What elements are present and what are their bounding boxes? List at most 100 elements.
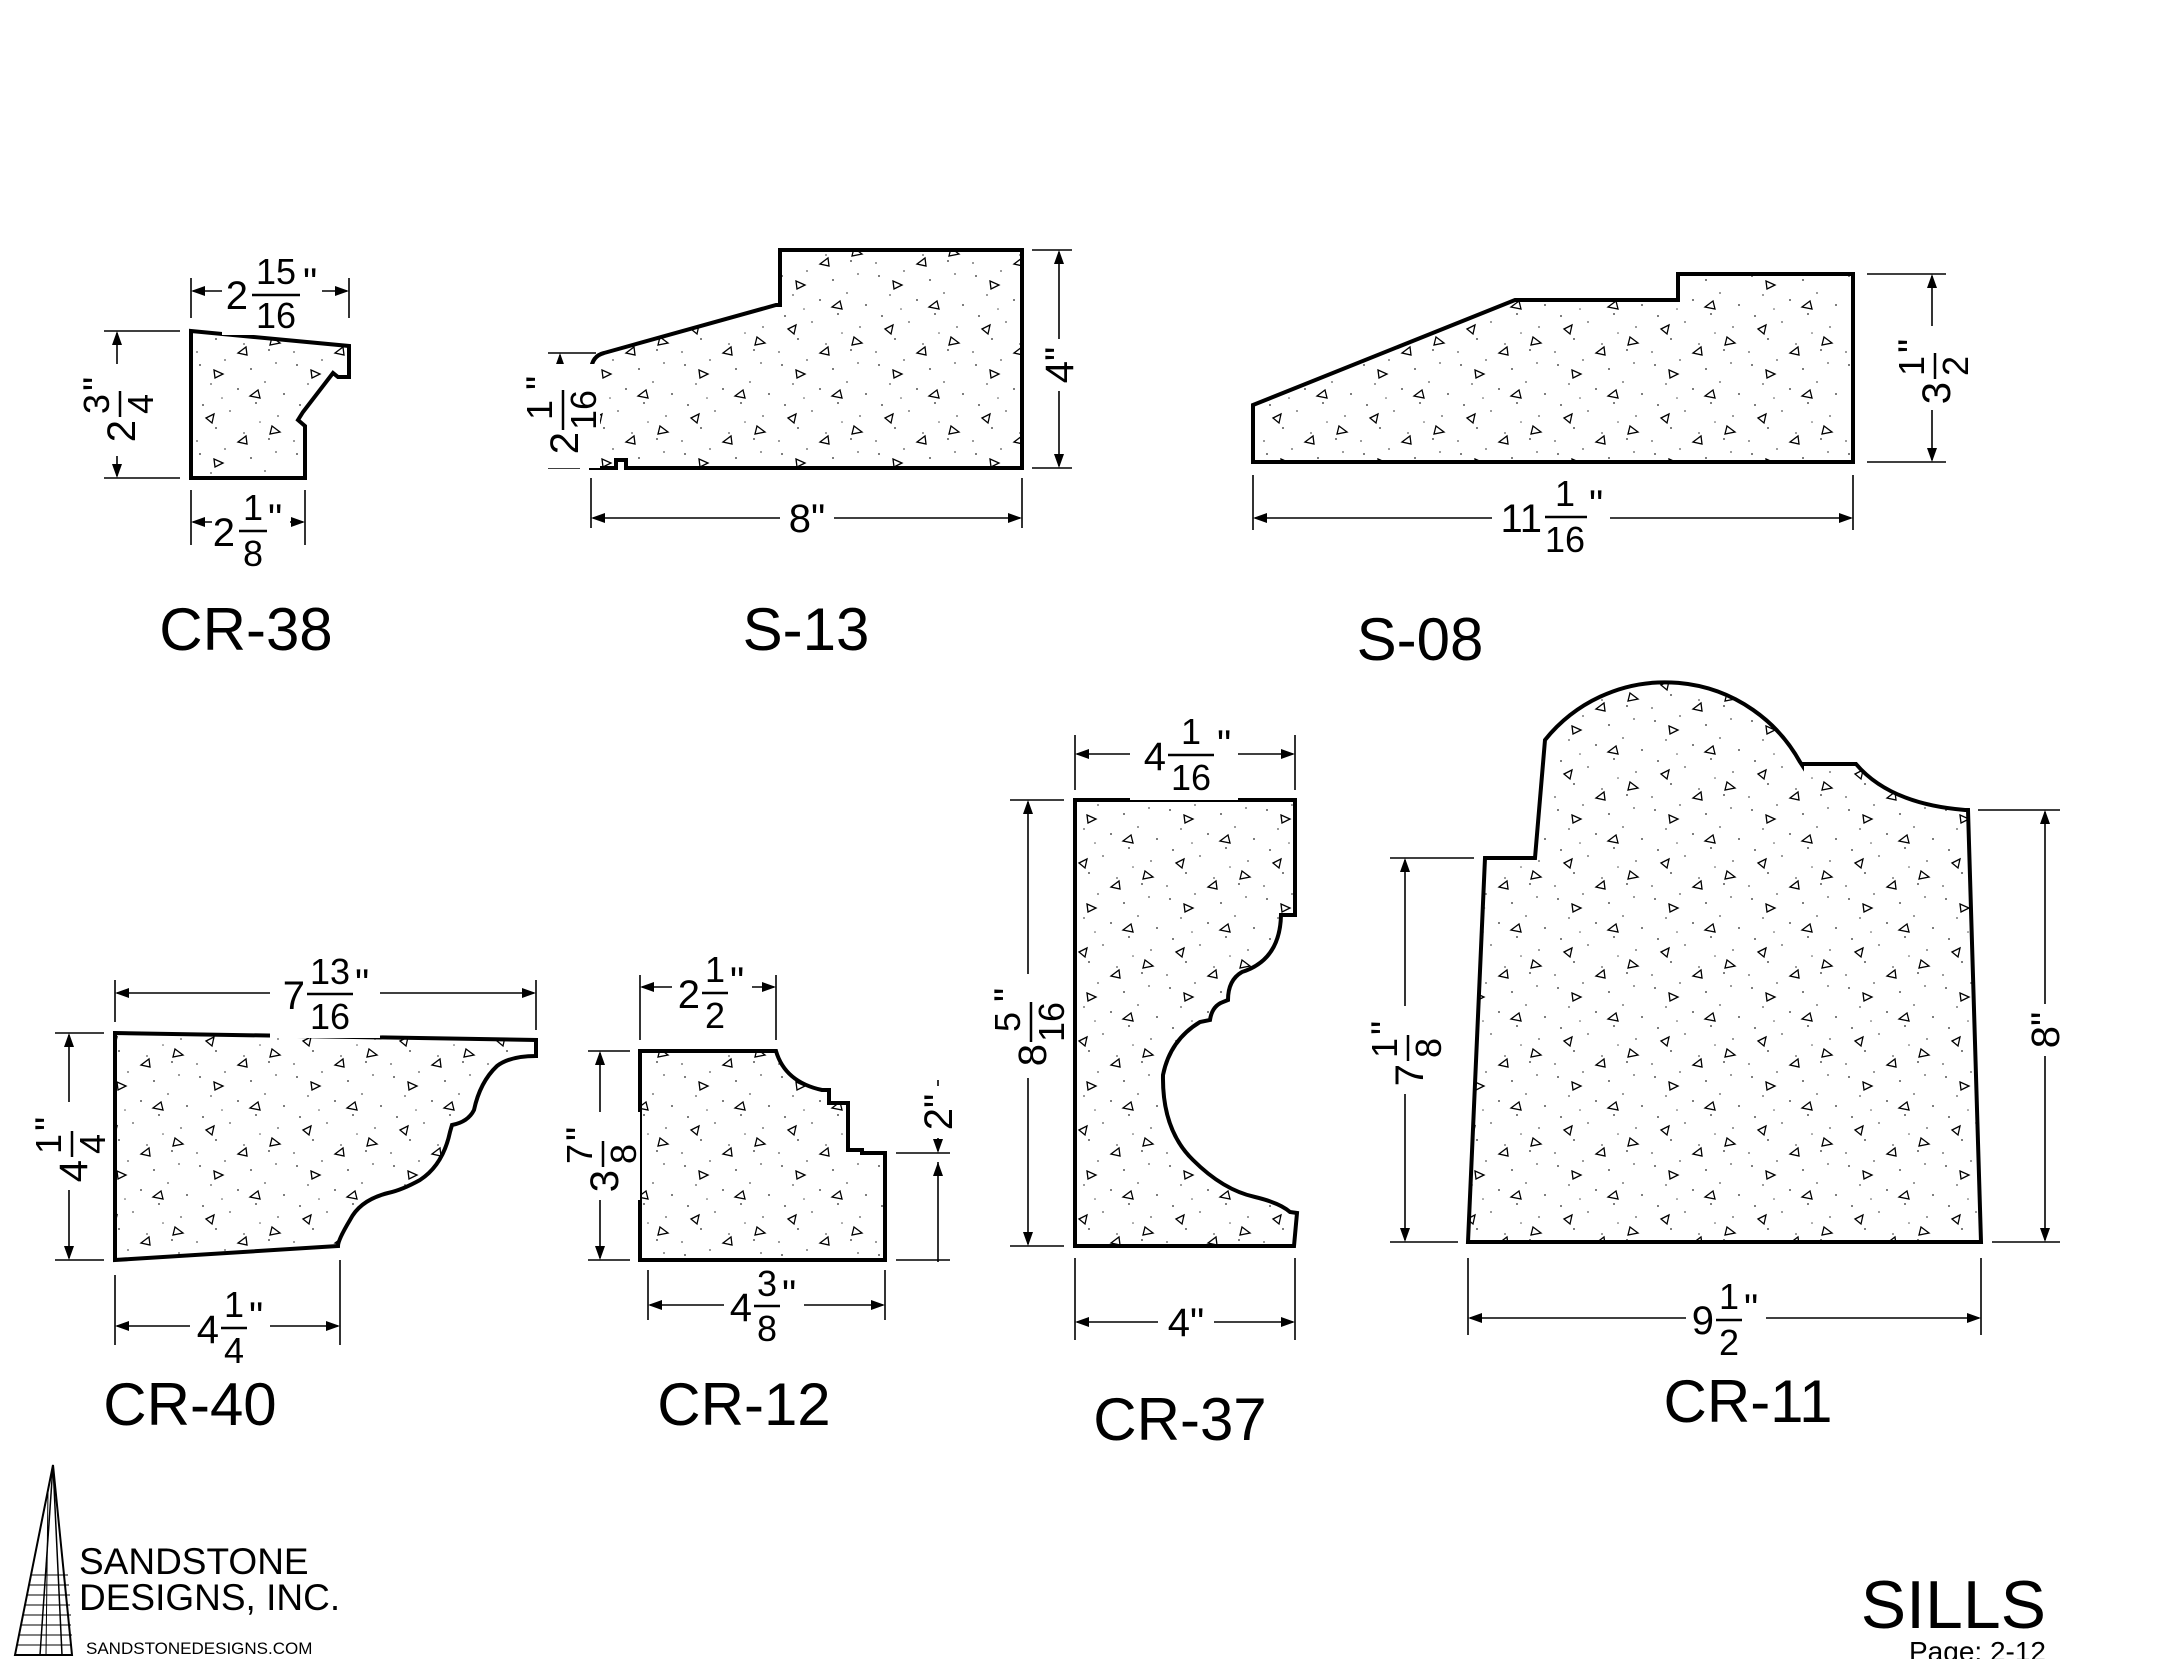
cr-37-top-unit: ": [1217, 723, 1231, 767]
s-13-dim-right: 4": [1032, 249, 1082, 469]
cr-40-top-whole: 7: [283, 974, 305, 1018]
s-08-right-unit: ": [1891, 339, 1935, 353]
s-13-left-num: 1: [519, 400, 560, 420]
s-08-right-whole: 3: [1915, 382, 1959, 404]
cr-38-left-den: 4: [120, 394, 161, 414]
cr-40-top-den: 16: [310, 996, 350, 1037]
profile-cr-37: 4 1 16 " 8 5 16 " 4" CR-37: [986, 711, 1300, 1453]
cr-40-top-unit: ": [355, 962, 369, 1006]
cr-40-label: CR-40: [103, 1371, 276, 1438]
cr-12-dim-bottom: 4 3 8 ": [647, 1263, 886, 1350]
cr-37-left-num: 5: [987, 1012, 1028, 1032]
cr-40-dim-left: 4 1 4 ": [27, 1032, 113, 1261]
cr-40-top-num: 13: [310, 951, 350, 992]
cr-12-left-whole: 3: [583, 1170, 627, 1192]
cr-11-left-num: 1: [1364, 1038, 1405, 1058]
cr-11-bottom-unit: ": [1744, 1287, 1758, 1331]
company-logo: SANDSTONE DESIGNS, INC. SANDSTONEDESIGNS…: [13, 1464, 340, 1658]
cr-11-right-text: 8": [2024, 1012, 2068, 1048]
cr-11-left-den: 8: [1408, 1038, 1449, 1058]
cr-40-bottom-unit: ": [249, 1295, 263, 1339]
cr-38-dim-left: 2 3 4 ": [75, 330, 180, 479]
cr-37-dim-left: 8 5 16 ": [986, 799, 1072, 1247]
cr-38-top-den: 16: [256, 295, 296, 336]
s-08-right-den: 2: [1935, 356, 1976, 376]
cr-11-left-unit: ": [1364, 1021, 1408, 1035]
cr-12-top-unit: ": [730, 960, 744, 1004]
s-13-label: S-13: [743, 596, 870, 663]
s-08-dim-bottom: 11 1 16 ": [1252, 473, 1854, 562]
cr-11-bottom-num: 1: [1719, 1276, 1739, 1317]
cr-38-dim-bottom: 2 1 8 ": [190, 487, 306, 574]
cr-12-dim-top: 2 1 2 ": [639, 949, 777, 1040]
cr-37-dim-bottom: 4": [1074, 1258, 1296, 1345]
profile-cr-12: 2 1 2 " 3 7 8 " 2": [558, 949, 961, 1438]
cr-40-section: [113, 1030, 538, 1263]
s-08-right-num: 1: [1891, 356, 1932, 376]
s-13-left-whole: 2: [543, 432, 587, 454]
s-08-dim-right: 3 1 2 ": [1867, 273, 1976, 463]
title-block: SILLS Page: 2-12: [1861, 1567, 2046, 1659]
cr-38-section: [189, 328, 351, 480]
cr-37-dim-top: 4 1 16 ": [1074, 711, 1296, 800]
cr-11-label: CR-11: [1664, 1368, 1833, 1435]
cr-12-top-den: 2: [705, 995, 725, 1036]
s-08-bottom-whole: 11: [1500, 497, 1542, 541]
cr-11-left-whole: 7: [1388, 1064, 1432, 1086]
logo-line-1: SANDSTONE: [79, 1541, 309, 1582]
logo-url: SANDSTONEDESIGNS.COM: [86, 1639, 312, 1658]
cr-38-dim-top: 2 15 16 ": [190, 251, 350, 336]
cr-12-dim-right: 2": [896, 1080, 961, 1262]
cr-12-bottom-den: 8: [757, 1308, 777, 1349]
sheet-title: SILLS: [1861, 1567, 2046, 1643]
cr-38-bottom-whole: 2: [213, 511, 235, 555]
cr-38-label: CR-38: [159, 596, 332, 663]
s-13-dim-bottom: 8": [590, 478, 1023, 541]
s-13-bottom-text: 8": [789, 497, 825, 541]
s-13-left-unit: ": [519, 376, 563, 390]
cr-12-dim-left: 3 7 8 ": [558, 1050, 644, 1261]
cr-40-dim-bottom: 4 1 4 ": [114, 1260, 341, 1372]
cr-12-top-whole: 2: [678, 973, 700, 1017]
cr-38-top-unit: ": [303, 261, 317, 305]
cr-12-label: CR-12: [657, 1371, 830, 1438]
cr-37-section: [1073, 798, 1300, 1248]
s-08-bottom-den: 16: [1545, 519, 1585, 560]
cr-40-left-num: 1: [28, 1134, 69, 1154]
cr-40-bottom-whole: 4: [197, 1308, 219, 1352]
cr-12-left-unit: ": [559, 1127, 603, 1141]
s-08-label: S-08: [1357, 606, 1484, 673]
cr-12-right-text: 2": [917, 1094, 961, 1130]
profile-cr-38: 2 15 16 " 2 3 4 " 2 1: [75, 251, 351, 663]
cr-38-bottom-den: 8: [243, 533, 263, 574]
cr-40-bottom-num: 1: [224, 1284, 244, 1325]
s-13-dim-left: 2 1 16 ": [518, 352, 604, 469]
cr-38-bottom-num: 1: [243, 487, 263, 528]
pyramid-logo-icon: [13, 1464, 74, 1656]
cr-40-left-den: 4: [72, 1134, 113, 1154]
cr-40-dim-top: 7 13 16 ": [114, 951, 537, 1038]
s-08-bottom-num: 1: [1555, 473, 1575, 514]
page-number: Page: 2-12: [1909, 1636, 2046, 1659]
profile-s-13: 2 1 16 " 4" 8" S-13: [518, 248, 1082, 663]
s-08-bottom-unit: ": [1589, 483, 1603, 527]
cr-11-dim-left: 7 1 8 ": [1363, 857, 1474, 1243]
cr-12-bottom-num: 3: [757, 1263, 777, 1304]
cr-38-left-whole: 2: [100, 420, 144, 442]
cr-11-bottom-whole: 9: [1692, 1299, 1714, 1343]
cr-37-top-whole: 4: [1144, 735, 1166, 779]
cr-12-bottom-unit: ": [782, 1273, 796, 1317]
cr-11-dim-right: 8": [1978, 809, 2068, 1243]
cr-11-dim-bottom: 9 1 2 ": [1467, 1258, 1982, 1364]
cr-40-bottom-den: 4: [224, 1330, 244, 1371]
logo-line-2: DESIGNS, INC.: [79, 1577, 340, 1618]
s-13-right-text: 4": [1038, 347, 1082, 383]
cr-40-left-whole: 4: [52, 1160, 96, 1182]
profile-cr-11: 7 1 8 " 8" 9 1 2 " C: [1363, 680, 2068, 1435]
cr-37-left-den: 16: [1031, 1002, 1072, 1042]
cr-11-bottom-den: 2: [1719, 1322, 1739, 1363]
cr-40-left-unit: ": [28, 1117, 72, 1131]
cr-37-left-unit: ": [987, 988, 1031, 1002]
s-13-left-den: 16: [563, 390, 604, 430]
